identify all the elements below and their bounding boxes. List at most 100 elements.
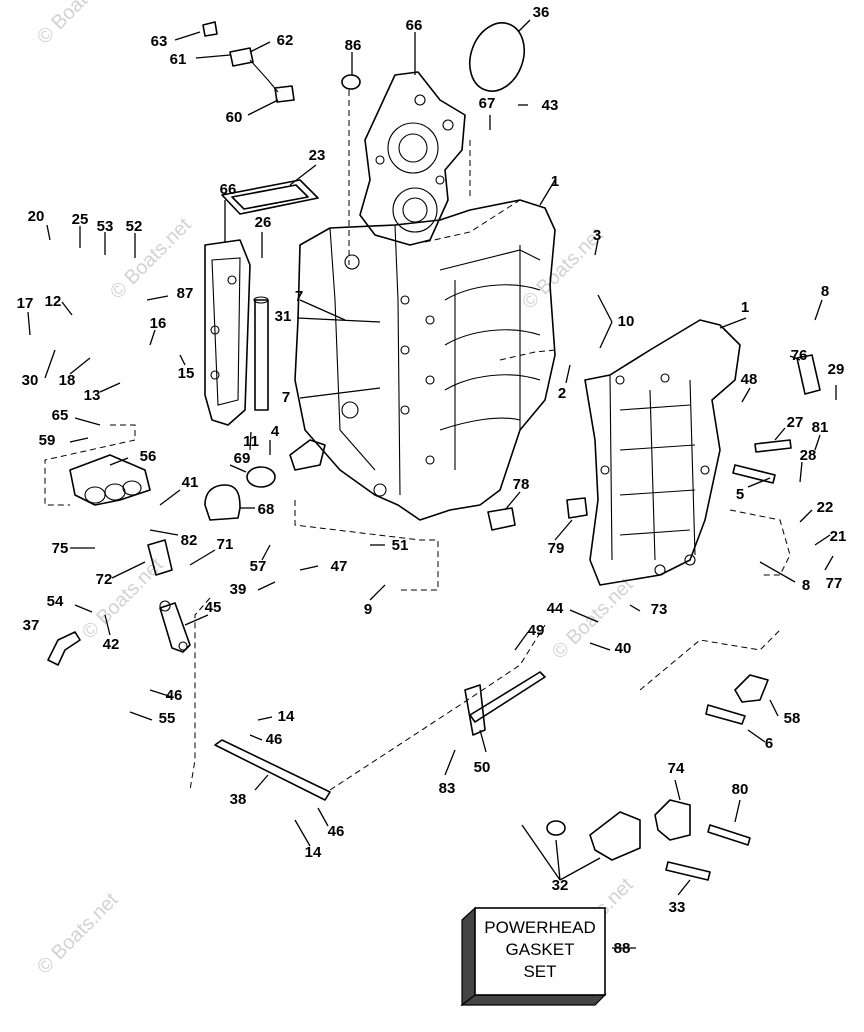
bolt bbox=[707, 824, 751, 846]
callout-67: 67 bbox=[479, 95, 496, 112]
callout-79: 79 bbox=[548, 540, 565, 557]
callout-77: 77 bbox=[826, 575, 843, 592]
callout-75: 75 bbox=[52, 540, 69, 557]
callout-23: 23 bbox=[309, 147, 326, 164]
mount-block bbox=[589, 811, 641, 861]
gasket-box-line-3: SET bbox=[523, 962, 556, 981]
plug bbox=[341, 74, 361, 90]
callout-8: 8 bbox=[821, 283, 829, 300]
callout-71: 71 bbox=[217, 536, 234, 553]
leader-lines bbox=[27, 19, 837, 949]
callout-18: 18 bbox=[59, 372, 76, 389]
callout-73: 73 bbox=[651, 601, 668, 618]
mount bbox=[654, 799, 691, 841]
callout-62: 62 bbox=[277, 32, 294, 49]
bolt bbox=[732, 464, 776, 484]
o-ring bbox=[468, 22, 526, 92]
callout-80: 80 bbox=[732, 781, 749, 798]
callout-8: 8 bbox=[802, 577, 810, 594]
callout-1: 1 bbox=[551, 173, 559, 190]
callout-28: 28 bbox=[800, 447, 817, 464]
gasket-box-line-2: GASKET bbox=[506, 940, 575, 959]
callout-10: 10 bbox=[618, 313, 635, 330]
callout-13: 13 bbox=[84, 387, 101, 404]
callout-56: 56 bbox=[140, 448, 157, 465]
callout-9: 9 bbox=[364, 601, 372, 618]
callout-54: 54 bbox=[47, 593, 64, 610]
callout-2: 2 bbox=[558, 385, 566, 402]
cylinder-head-gasket bbox=[359, 71, 466, 246]
callout-86: 86 bbox=[345, 37, 362, 54]
callout-81: 81 bbox=[812, 419, 829, 436]
callout-88: 88 bbox=[614, 940, 631, 957]
callout-17: 17 bbox=[17, 295, 34, 312]
callout-65: 65 bbox=[52, 407, 69, 424]
bolt bbox=[754, 439, 792, 453]
callout-4: 4 bbox=[271, 423, 280, 440]
watermark: © Boats.net bbox=[33, 0, 123, 49]
callout-63: 63 bbox=[151, 33, 168, 50]
bolt bbox=[47, 631, 81, 666]
callout-37: 37 bbox=[23, 617, 40, 634]
bracket bbox=[734, 674, 769, 703]
callout-3: 3 bbox=[593, 227, 601, 244]
callout-45: 45 bbox=[205, 599, 222, 616]
plate bbox=[487, 507, 516, 531]
callout-12: 12 bbox=[45, 293, 62, 310]
callout-82: 82 bbox=[181, 532, 198, 549]
callout-59: 59 bbox=[39, 432, 56, 449]
callout-30: 30 bbox=[22, 372, 39, 389]
callout-83: 83 bbox=[439, 780, 456, 797]
callout-39: 39 bbox=[230, 581, 247, 598]
callout-38: 38 bbox=[230, 791, 247, 808]
cylinder-block bbox=[289, 199, 556, 521]
cover bbox=[204, 484, 241, 521]
plate bbox=[566, 497, 588, 519]
gasket-box-line-1: POWERHEAD bbox=[484, 918, 595, 937]
cover-gasket bbox=[221, 179, 319, 215]
callout-44: 44 bbox=[547, 600, 564, 617]
washer bbox=[246, 466, 276, 488]
callout-36: 36 bbox=[533, 4, 550, 21]
hose bbox=[254, 299, 269, 411]
callout-33: 33 bbox=[669, 899, 686, 916]
callout-25: 25 bbox=[72, 211, 89, 228]
callout-48: 48 bbox=[741, 371, 758, 388]
link-arm bbox=[159, 602, 191, 653]
thermostat-housing bbox=[69, 454, 151, 506]
callout-46: 46 bbox=[266, 731, 283, 748]
callout-43: 43 bbox=[542, 97, 559, 114]
watermark: © Boats.net bbox=[33, 889, 123, 979]
callout-74: 74 bbox=[668, 760, 685, 777]
callout-7: 7 bbox=[295, 288, 303, 305]
callout-78: 78 bbox=[513, 476, 530, 493]
callout-50: 50 bbox=[474, 759, 491, 776]
screen bbox=[147, 539, 173, 576]
callout-42: 42 bbox=[103, 636, 120, 653]
callout-68: 68 bbox=[258, 501, 275, 518]
callout-41: 41 bbox=[182, 474, 199, 491]
guide-lines bbox=[44, 90, 791, 791]
crankcase-half bbox=[584, 319, 741, 586]
callout-numbers: 1132456778891011121314141516171820212223… bbox=[17, 4, 847, 957]
bolt bbox=[705, 704, 746, 725]
callout-46: 46 bbox=[328, 823, 345, 840]
callout-66: 66 bbox=[220, 181, 237, 198]
callout-15: 15 bbox=[178, 365, 195, 382]
callout-76: 76 bbox=[791, 347, 808, 364]
callout-29: 29 bbox=[828, 361, 845, 378]
bolt bbox=[665, 861, 711, 881]
callout-27: 27 bbox=[787, 414, 804, 431]
callout-87: 87 bbox=[177, 285, 194, 302]
callout-61: 61 bbox=[170, 51, 187, 68]
callout-6: 6 bbox=[765, 735, 773, 752]
callout-52: 52 bbox=[126, 218, 143, 235]
callout-14: 14 bbox=[305, 844, 322, 861]
callout-22: 22 bbox=[817, 499, 834, 516]
callout-32: 32 bbox=[552, 877, 569, 894]
callout-55: 55 bbox=[159, 710, 176, 727]
callout-21: 21 bbox=[830, 528, 847, 545]
shaft bbox=[469, 671, 546, 723]
callout-14: 14 bbox=[278, 708, 295, 725]
